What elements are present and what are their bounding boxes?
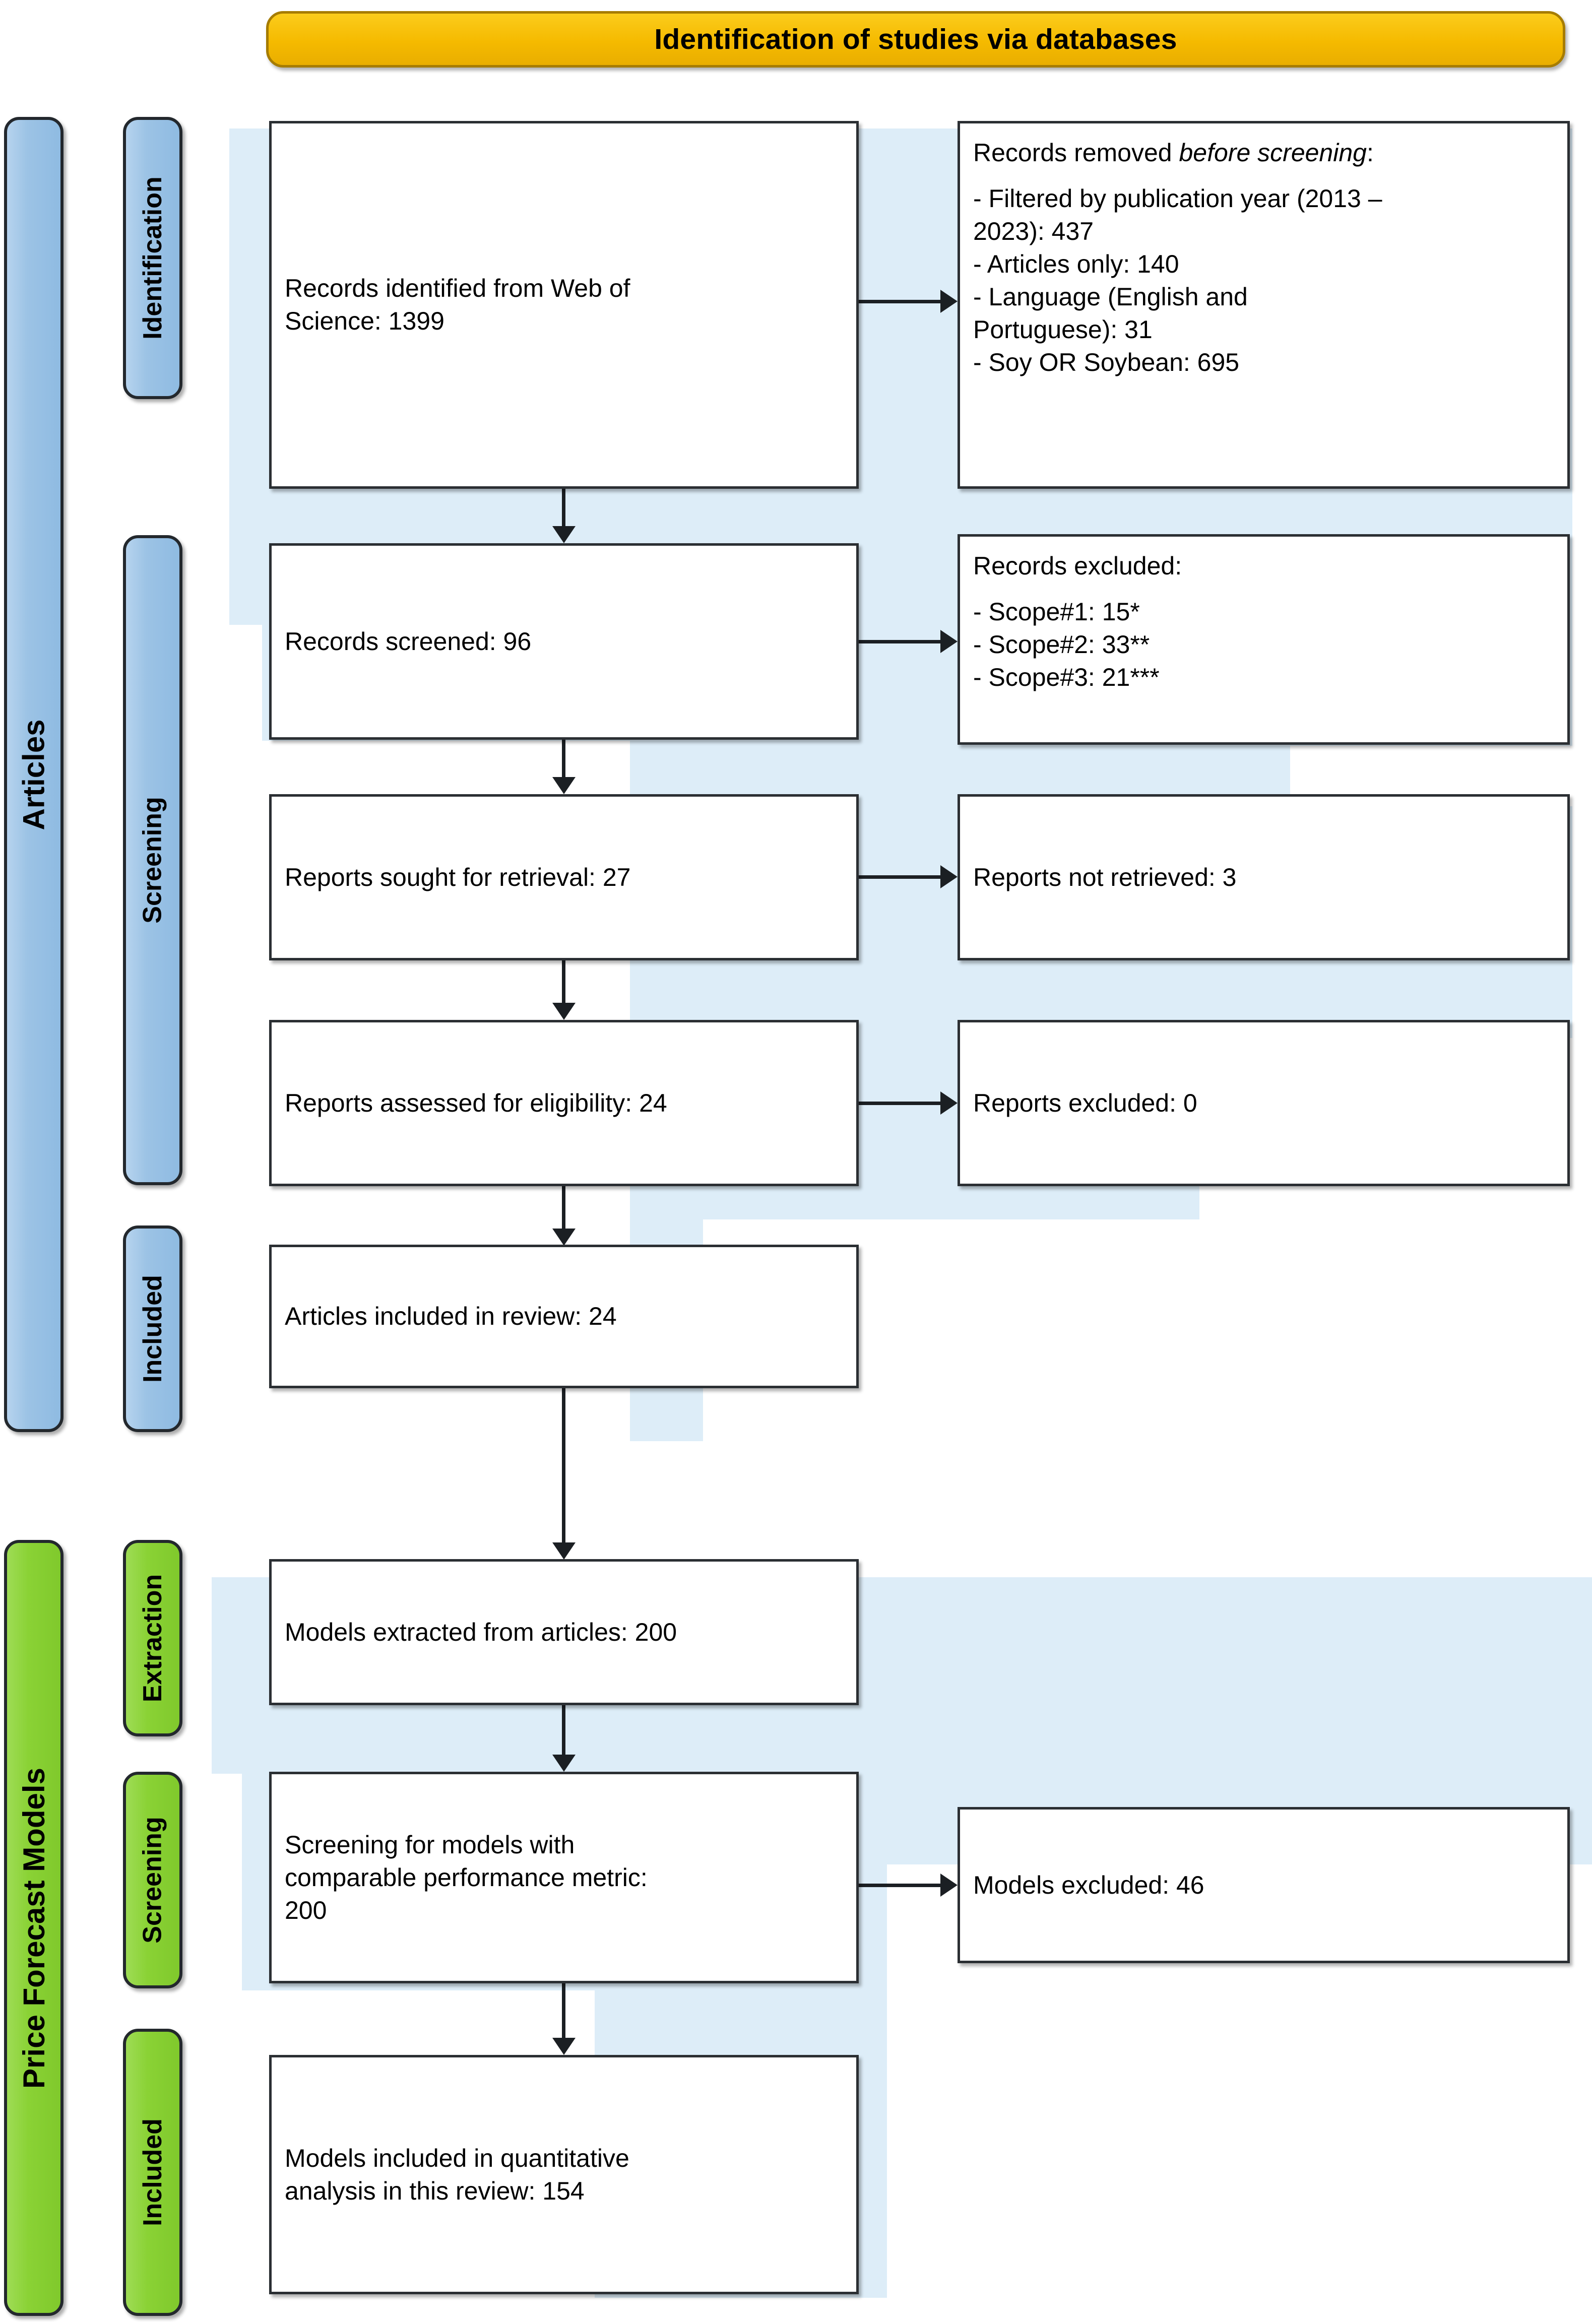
records-removed-title-suffix: : [1366,139,1374,167]
stage-label-screening-models: Screening [138,1817,168,1944]
records-excluded-title: Records excluded: [973,552,1182,580]
records-excluded-item: - Scope#1: 15* [973,598,1140,626]
arrowhead-assessed-to-reports-excluded [940,1091,958,1115]
arrowhead-screened-to-excluded [940,630,958,653]
records-removed-item: 2023): 437 [973,217,1094,245]
arrowhead-screened-to-sought [552,777,576,794]
connector-models-screening-to-excluded [859,1884,940,1887]
group-bar-articles: Articles [4,117,63,1432]
box-models-included: Models included in quantitative analysis… [269,2055,859,2294]
articles-included-line1: Articles included in review: 24 [285,1302,617,1330]
stage-label-included-articles: Included [138,1275,168,1383]
box-records-identified-text: Records identified from Web of Science: … [272,272,856,338]
reports-excluded-line1: Reports excluded: 0 [973,1088,1197,1117]
arrowhead-identified-to-screened [552,526,576,543]
group-label-articles: Articles [17,719,51,830]
records-excluded-item: - Scope#3: 21*** [973,663,1160,691]
group-label-price-forecast-models: Price Forecast Models [17,1767,51,2089]
connector-models-extracted-to-screening [562,1705,565,1757]
box-records-removed: Records removed before screening: - Filt… [958,121,1570,489]
connector-assessed-to-articles-included [562,1186,565,1231]
box-articles-included-text: Articles included in review: 24 [272,1300,856,1333]
box-models-extracted: Models extracted from articles: 200 [269,1559,859,1705]
box-reports-not-retrieved: Reports not retrieved: 3 [958,794,1570,960]
group-bar-price-forecast-models: Price Forecast Models [4,1540,63,2316]
connector-assessed-to-reports-excluded [859,1102,940,1105]
models-screening-line3: 200 [285,1896,327,1924]
records-identified-line1: Records identified from Web of [285,274,630,302]
stage-bar-identification: Identification [123,117,182,399]
connector-identified-to-removed [859,300,940,303]
box-records-identified: Records identified from Web of Science: … [269,121,859,489]
records-removed-item: Portuguese): 31 [973,315,1153,344]
box-reports-excluded-text: Reports excluded: 0 [960,1087,1567,1120]
reports-not-retrieved-line1: Reports not retrieved: 3 [973,863,1237,891]
stage-label-included-models: Included [138,2118,168,2226]
arrowhead-models-screening-to-excluded [940,1874,958,1897]
stage-bar-extraction: Extraction [123,1540,182,1736]
connector-sought-to-assessed [562,960,565,1005]
diagram-header-banner: Identification of studies via databases [266,11,1565,68]
box-reports-excluded: Reports excluded: 0 [958,1020,1570,1186]
records-removed-title-prefix: Records removed [973,139,1179,167]
models-excluded-line1: Models excluded: 46 [973,1870,1204,1899]
box-models-included-text: Models included in quantitative analysis… [272,2142,856,2208]
box-reports-sought-text: Reports sought for retrieval: 27 [272,861,856,894]
stage-label-identification: Identification [138,176,167,340]
box-articles-included: Articles included in review: 24 [269,1245,859,1388]
arrowhead-articles-included-to-models-extracted [552,1542,576,1560]
connector-screened-to-excluded [859,640,940,643]
records-identified-line2: Science: 1399 [285,307,444,335]
reports-sought-line1: Reports sought for retrieval: 27 [285,863,631,891]
records-removed-title-italic: before screening [1179,139,1367,167]
box-reports-assessed-text: Reports assessed for eligibility: 24 [272,1087,856,1120]
box-records-screened-text: Records screened: 96 [272,625,856,658]
box-reports-sought: Reports sought for retrieval: 27 [269,794,859,960]
models-screening-line2: comparable performance metric: [285,1863,648,1892]
stage-bar-screening-models: Screening [123,1772,182,1988]
connector-articles-included-to-models-extracted [562,1388,565,1544]
box-models-screening-text: Screening for models with comparable per… [272,1829,856,1927]
box-models-extracted-text: Models extracted from articles: 200 [272,1616,856,1649]
box-models-screening: Screening for models with comparable per… [269,1772,859,1983]
models-included-line1: Models included in quantitative [285,2144,629,2172]
stage-bar-screening-articles: Screening [123,535,182,1185]
box-records-excluded-text: Records excluded: - Scope#1: 15* - Scope… [960,537,1567,694]
models-screening-line1: Screening for models with [285,1830,575,1859]
arrowhead-identified-to-removed [940,290,958,313]
box-models-excluded: Models excluded: 46 [958,1807,1570,1963]
records-screened-line1: Records screened: 96 [285,627,532,656]
arrowhead-assessed-to-articles-included [552,1229,576,1246]
arrowhead-sought-to-not-retrieved [940,865,958,888]
connector-models-screening-to-included [562,1983,565,2040]
records-removed-item: - Filtered by publication year (2013 – [973,184,1382,213]
stage-bar-included-models: Included [123,2029,182,2316]
models-extracted-line1: Models extracted from articles: 200 [285,1618,677,1646]
box-reports-not-retrieved-text: Reports not retrieved: 3 [960,861,1567,894]
box-reports-assessed: Reports assessed for eligibility: 24 [269,1020,859,1186]
models-included-line2: analysis in this review: 154 [285,2176,585,2205]
records-removed-item: - Language (English and [973,283,1248,311]
records-removed-title: Records removed before screening: [973,137,1554,169]
connector-screened-to-sought [562,740,565,779]
box-records-removed-text: Records removed before screening: - Filt… [960,123,1567,379]
stage-bar-included-articles: Included [123,1225,182,1432]
records-removed-item: - Soy OR Soybean: 695 [973,348,1240,376]
arrowhead-models-screening-to-included [552,2038,576,2055]
arrowhead-models-extracted-to-screening [552,1755,576,1772]
page-title: Identification of studies via databases [654,23,1177,55]
connector-identified-to-screened [562,489,565,528]
box-records-excluded: Records excluded: - Scope#1: 15* - Scope… [958,534,1570,745]
box-records-screened: Records screened: 96 [269,543,859,740]
arrowhead-sought-to-assessed [552,1003,576,1020]
stage-label-extraction: Extraction [138,1574,168,1703]
stage-label-screening-articles: Screening [138,797,168,924]
records-removed-item: - Articles only: 140 [973,250,1179,278]
connector-sought-to-not-retrieved [859,875,940,879]
box-models-excluded-text: Models excluded: 46 [960,1869,1567,1902]
records-excluded-item: - Scope#2: 33** [973,630,1150,659]
reports-assessed-line1: Reports assessed for eligibility: 24 [285,1088,667,1117]
